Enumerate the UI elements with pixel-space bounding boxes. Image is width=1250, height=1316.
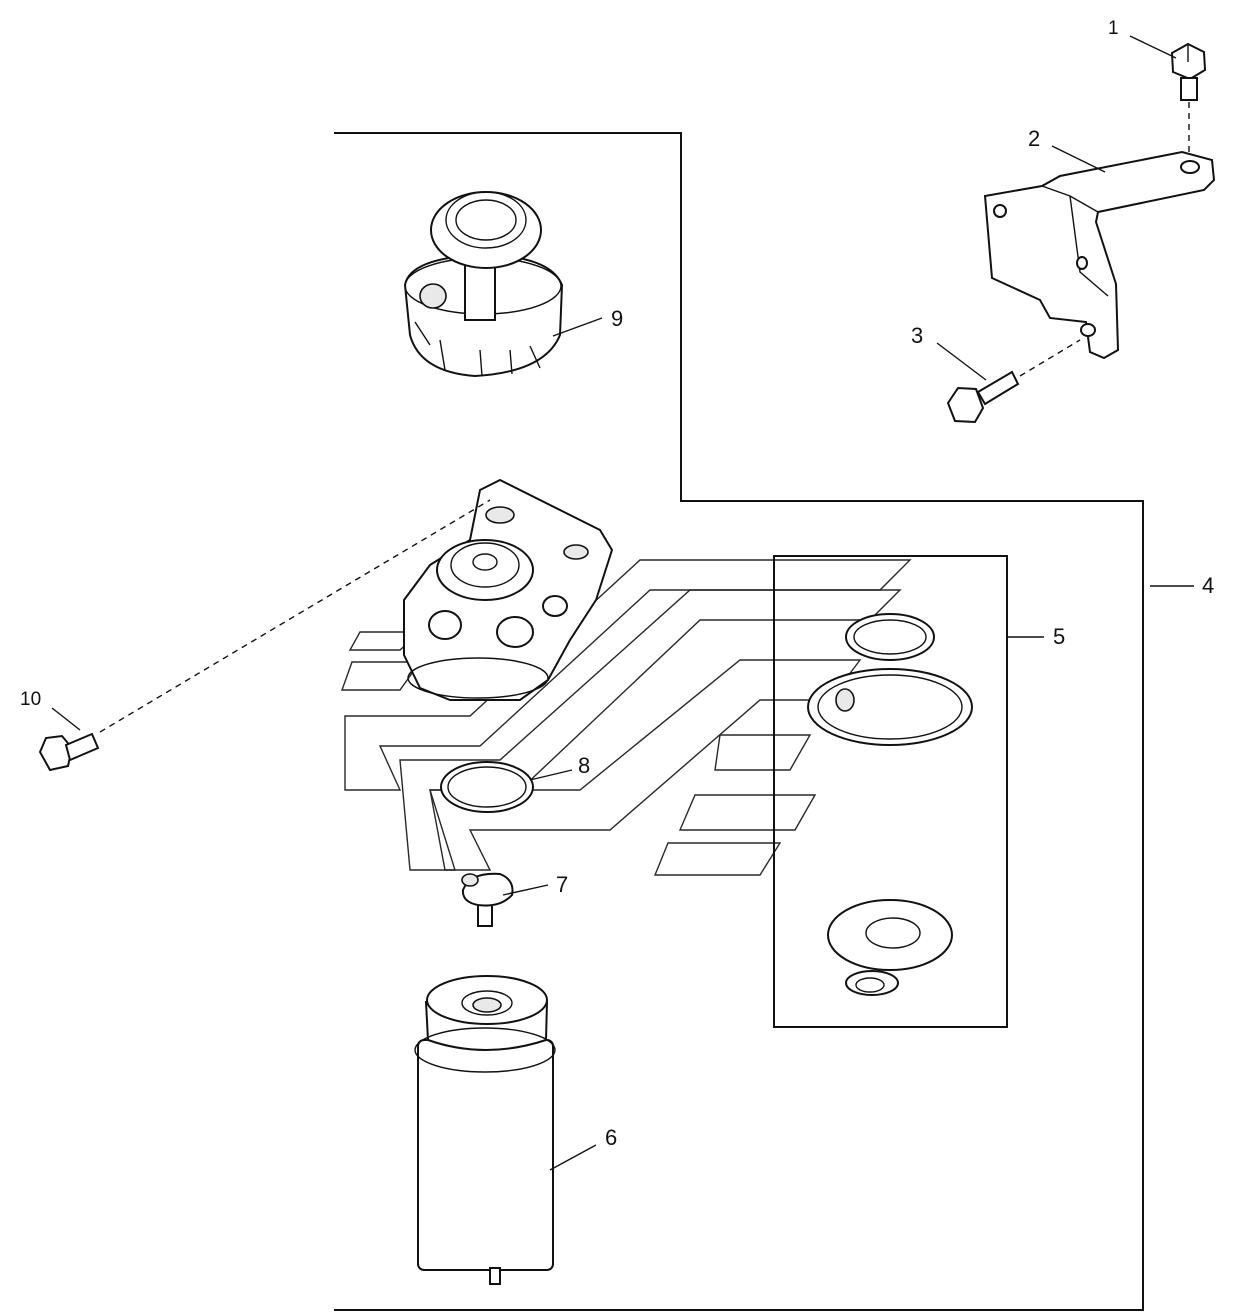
bolt-part-10	[38, 499, 491, 772]
filter-cap-part-9	[403, 191, 564, 378]
leader-lines	[51, 35, 1194, 1171]
callout-8: 8	[578, 753, 590, 778]
callout-7: 7	[556, 872, 568, 897]
filter-element-part-6	[414, 975, 556, 1285]
bolt-part-1	[1170, 42, 1207, 152]
callout-9: 9	[611, 306, 623, 331]
callout-4: 4	[1202, 573, 1214, 598]
callout-1: 1	[1108, 18, 1119, 39]
kit-5-frame	[773, 555, 1008, 1028]
filter-head-housing	[403, 478, 614, 701]
assembly-4-frame	[334, 132, 1144, 1311]
callout-6: 6	[605, 1125, 617, 1150]
seal-kit-part-5	[807, 613, 973, 996]
bracket-part-2	[983, 150, 1216, 360]
bolt-part-3	[946, 339, 1081, 424]
callout-10: 10	[20, 689, 41, 710]
callout-3: 3	[911, 323, 923, 348]
oring-part-8	[440, 761, 534, 813]
callout-2: 2	[1028, 126, 1040, 151]
callout-5: 5	[1053, 624, 1065, 649]
drain-plug-part-7	[461, 872, 514, 927]
